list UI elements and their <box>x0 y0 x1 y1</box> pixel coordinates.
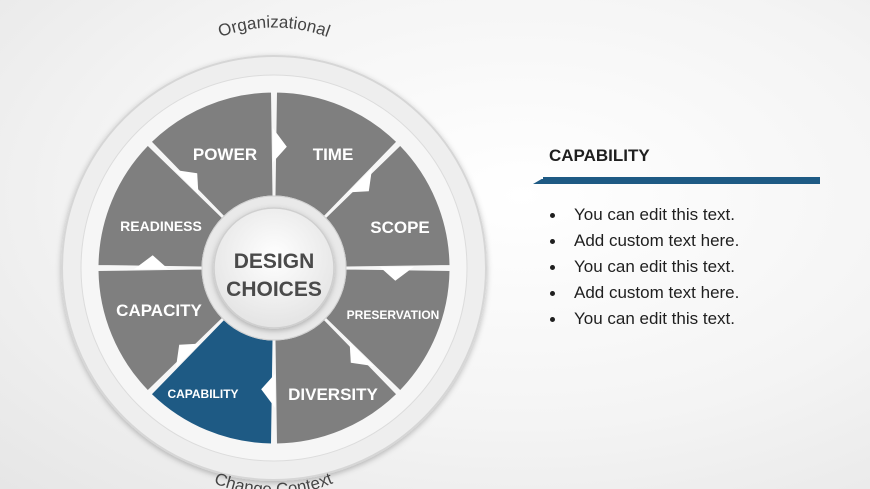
center-label-line1: DESIGN <box>234 250 315 273</box>
center-label-line2: CHOICES <box>226 278 322 301</box>
underline-thick <box>533 179 820 184</box>
ring-label-organizational: Organizational <box>216 12 333 40</box>
bullet-item: You can edit this text. <box>533 306 823 332</box>
detail-panel: CAPABILITY You can edit this text. Add c… <box>533 146 823 332</box>
bullet-item: Add custom text here. <box>533 228 823 254</box>
center-hub <box>213 207 335 329</box>
arrow-notch-icon <box>261 374 276 408</box>
bullet-text: Add custom text here. <box>574 283 740 302</box>
bullet-icon <box>550 291 555 296</box>
bullet-text: You can edit this text. <box>574 205 735 224</box>
segment-label-diversity: DIVERSITY <box>288 385 378 404</box>
bullet-icon <box>550 239 555 244</box>
segment-label-preservation: PRESERVATION <box>347 308 440 322</box>
bullet-icon <box>550 317 555 322</box>
bullet-text: You can edit this text. <box>574 257 735 276</box>
bullet-item: You can edit this text. <box>533 202 823 228</box>
arrow-notch-icon <box>272 128 287 162</box>
bullet-icon <box>550 265 555 270</box>
panel-title: CAPABILITY <box>549 146 650 165</box>
segment-label-readiness: READINESS <box>120 218 202 234</box>
arrow-notch-icon <box>175 343 200 368</box>
segment-label-scope: SCOPE <box>370 218 430 237</box>
arrow-notch-icon <box>349 342 374 367</box>
underline-thin <box>543 177 820 179</box>
bullet-text: You can edit this text. <box>574 309 735 328</box>
segment-label-power: POWER <box>193 145 257 164</box>
bullet-text: Add custom text here. <box>574 231 740 250</box>
bullet-item: You can edit this text. <box>533 254 823 280</box>
segment-label-time: TIME <box>313 145 354 164</box>
panel-title-underline <box>533 172 823 188</box>
bullet-list: You can edit this text. Add custom text … <box>533 202 823 332</box>
bullet-item: Add custom text here. <box>533 280 823 306</box>
arrow-notch-icon <box>134 255 168 270</box>
arrow-notch-icon <box>174 169 199 194</box>
arrow-notch-icon <box>380 266 414 281</box>
ring-label-organizational-text: Organizational <box>216 12 333 40</box>
bullet-icon <box>550 213 555 218</box>
segment-label-capability: CAPABILITY <box>167 387 238 401</box>
segment-label-capacity: CAPACITY <box>116 301 202 320</box>
arrow-notch-icon <box>348 168 373 193</box>
segment-group <box>97 91 451 445</box>
notch-group <box>134 128 414 408</box>
